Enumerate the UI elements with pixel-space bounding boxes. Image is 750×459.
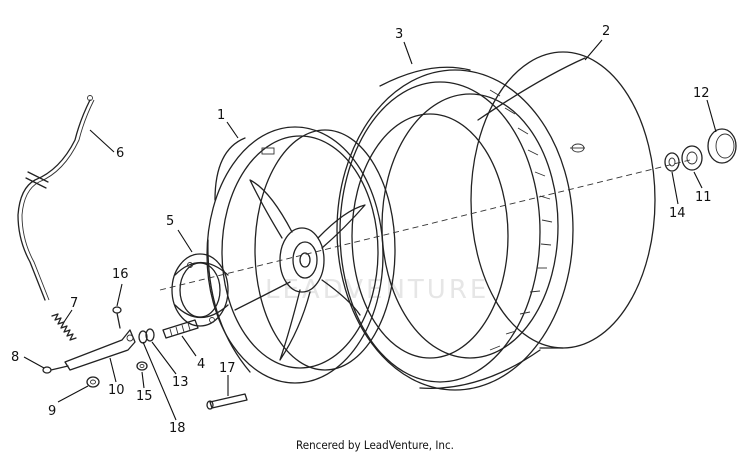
callout-6: 6: [116, 146, 124, 161]
part-1-wheel: [206, 126, 396, 384]
callout-10: 10: [108, 383, 125, 398]
callout-8: 8: [11, 350, 19, 365]
part-8-pin: [42, 365, 69, 374]
callout-13: 13: [172, 375, 189, 390]
part-10-brake-arm: [64, 329, 136, 371]
part-11-nut: [681, 145, 703, 171]
part-5-brake-shoes: [171, 253, 229, 327]
part-12-cap: [707, 128, 737, 164]
callout-7: 7: [70, 296, 78, 311]
callout-15: 15: [136, 389, 153, 404]
part-17-axle: [206, 393, 248, 410]
credit-text: Rencered by LeadVenture, Inc.: [296, 438, 454, 452]
callout-5: 5: [166, 214, 174, 229]
callout-numbers: 1 2 3 4 5 6 7 8 9 10 11 12 13 14 15 16 1…: [11, 24, 712, 436]
part-7-spring: [51, 313, 77, 341]
callout-18: 18: [169, 421, 186, 436]
callout-11: 11: [695, 190, 712, 205]
part-15-nut: [136, 361, 148, 371]
callout-17: 17: [219, 361, 236, 376]
callout-14: 14: [669, 206, 686, 221]
part-9-nut: [86, 376, 100, 388]
part-2-drum: [470, 51, 656, 349]
callout-16: 16: [112, 267, 129, 282]
callout-12: 12: [693, 86, 710, 101]
part-16-bolt: [112, 306, 122, 329]
leader-lines: [23, 39, 717, 421]
callout-4: 4: [197, 357, 205, 372]
part-4-cam-shaft: [162, 319, 199, 339]
callout-3: 3: [395, 27, 403, 42]
part-13-washer: [138, 328, 155, 344]
axis-line: [159, 159, 691, 291]
part-14-washer: [664, 152, 680, 172]
part-3-tire: [336, 66, 574, 391]
callout-1: 1: [217, 108, 225, 123]
part-6-cable: [17, 95, 95, 301]
callout-2: 2: [602, 24, 610, 39]
callout-9: 9: [48, 404, 56, 419]
